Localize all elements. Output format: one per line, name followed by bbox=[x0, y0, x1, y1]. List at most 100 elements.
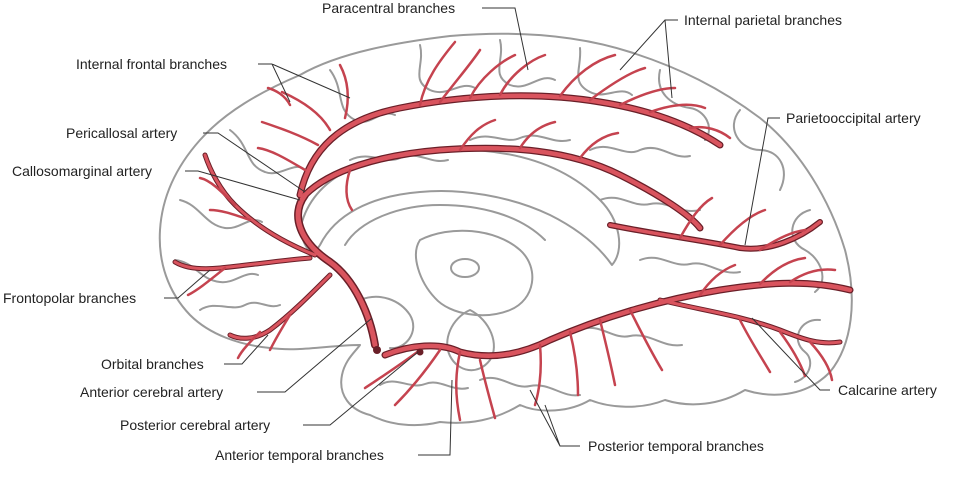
leader-frontopolar bbox=[164, 269, 211, 299]
artery-branch bbox=[788, 268, 837, 284]
gyrus-fold-7 bbox=[791, 209, 824, 293]
artery-branch bbox=[455, 350, 462, 422]
midbrain bbox=[446, 309, 495, 371]
artery-branch bbox=[718, 208, 767, 247]
parietooccipital-artery-fill bbox=[608, 220, 822, 251]
label-internal-frontal-branches: Internal frontal branches bbox=[76, 56, 227, 72]
artery-branch bbox=[208, 208, 252, 222]
artery-branch bbox=[758, 256, 807, 286]
artery-branch bbox=[393, 348, 442, 407]
artery-branch bbox=[628, 308, 664, 372]
frontopolar-branch-2-fill bbox=[173, 256, 312, 271]
artery-branch bbox=[808, 340, 834, 382]
artery-branch bbox=[468, 53, 517, 100]
leader-calcarine bbox=[751, 317, 830, 391]
thalamus bbox=[415, 229, 534, 317]
artery-branch bbox=[186, 266, 227, 297]
artery-branch bbox=[598, 318, 617, 387]
artery-branch bbox=[588, 66, 647, 102]
gyrus-fold-14 bbox=[469, 134, 571, 143]
label-internal-parietal-branches: Internal parietal branches bbox=[684, 12, 842, 28]
artery-branch bbox=[758, 228, 807, 252]
gyrus-fold-16 bbox=[599, 196, 701, 213]
label-paracentral-branches: Paracentral branches bbox=[322, 0, 456, 16]
leader-internal-parietal bbox=[619, 19, 678, 99]
artery-branch bbox=[698, 263, 737, 297]
gyrus-fold-2 bbox=[418, 44, 476, 93]
label-calcarine-artery: Calcarine artery bbox=[838, 382, 937, 398]
leader-lines bbox=[164, 7, 830, 456]
orbital-branch bbox=[227, 272, 333, 341]
gyrus-fold-15 bbox=[589, 145, 691, 158]
leader-posterior-cerebral bbox=[303, 351, 419, 426]
leader-paracentral bbox=[482, 7, 529, 71]
gyrus-fold-3 bbox=[498, 39, 556, 88]
leader-orbital bbox=[224, 334, 269, 365]
brain-contour bbox=[158, 32, 853, 427]
pericallosal-artery-fill bbox=[302, 146, 703, 231]
leader-internal-frontal bbox=[258, 63, 351, 103]
gyrus-fold-12 bbox=[199, 301, 281, 311]
artery-branch bbox=[518, 120, 557, 150]
leader-anterior-temporal bbox=[418, 379, 453, 456]
hypothalamus bbox=[359, 295, 415, 350]
aca-cut-end bbox=[373, 346, 381, 354]
label-anterior-cerebral-artery: Anterior cerebral artery bbox=[80, 384, 224, 400]
gyrus-fold-18 bbox=[579, 327, 683, 347]
label-pericallosal-artery: Pericallosal artery bbox=[66, 125, 178, 141]
gyrus-fold-19 bbox=[479, 377, 581, 397]
posterior-cerebral-artery-trunk-fill bbox=[382, 281, 853, 359]
leader-pericallosal bbox=[203, 132, 306, 193]
artery-branch bbox=[478, 358, 497, 420]
artery-branch bbox=[418, 40, 457, 107]
gyrus-fold-9 bbox=[229, 129, 306, 175]
artery-branch bbox=[648, 103, 707, 114]
artery-branch bbox=[498, 53, 547, 97]
label-posterior-cerebral-artery: Posterior cerebral artery bbox=[120, 417, 271, 433]
artery-branch bbox=[533, 343, 543, 407]
artery-branch bbox=[438, 48, 482, 104]
pca-cut-end bbox=[416, 348, 424, 356]
artery-branch bbox=[198, 176, 237, 207]
artery-branch bbox=[268, 313, 292, 352]
posterior-cerebral-artery-trunk bbox=[381, 279, 854, 360]
artery-branch bbox=[280, 90, 332, 132]
artery-branch bbox=[236, 330, 262, 360]
gyrus-fold-4 bbox=[577, 47, 633, 96]
artery-branch bbox=[568, 330, 580, 397]
artery-branch bbox=[678, 196, 714, 240]
interthalamic-adhesion bbox=[450, 258, 480, 278]
fornix bbox=[344, 204, 546, 246]
artery-branch bbox=[260, 120, 320, 147]
label-posterior-temporal-branches: Posterior temporal branches bbox=[588, 438, 764, 454]
leader-posterior-temporal bbox=[529, 389, 580, 447]
artery-branch bbox=[345, 168, 354, 212]
label-parietooccipital-artery: Parietooccipital artery bbox=[786, 110, 921, 126]
leader-anterior-cerebral bbox=[257, 317, 373, 393]
artery-branch bbox=[266, 86, 292, 107]
gyrus-fold-6 bbox=[733, 109, 785, 191]
artery-branch bbox=[363, 348, 422, 390]
artery-branch bbox=[578, 131, 620, 160]
artery-branch bbox=[558, 53, 617, 98]
label-frontopolar-branches: Frontopolar branches bbox=[3, 290, 137, 306]
anterior-cerebral-artery-trunk-fill bbox=[295, 192, 378, 348]
gyrus-fold-10 bbox=[179, 199, 263, 230]
gyrus-fold-20 bbox=[379, 380, 469, 390]
orbital-branch-fill bbox=[228, 273, 332, 340]
artery-branch bbox=[738, 318, 772, 374]
calcarine-artery-fill bbox=[658, 298, 842, 345]
callosomarginal-artery-fill bbox=[297, 93, 723, 198]
label-orbital-branches: Orbital branches bbox=[101, 356, 204, 372]
artery-branch bbox=[338, 63, 349, 120]
artery-branch bbox=[256, 146, 307, 172]
leader-callosomarginal bbox=[185, 170, 301, 201]
arteries bbox=[172, 40, 854, 422]
artery-branch bbox=[458, 118, 497, 152]
label-anterior-temporal-branches: Anterior temporal branches bbox=[215, 447, 384, 463]
small-branches bbox=[186, 40, 837, 422]
artery-branch bbox=[688, 125, 732, 140]
leader-parietooccipital bbox=[744, 117, 780, 246]
